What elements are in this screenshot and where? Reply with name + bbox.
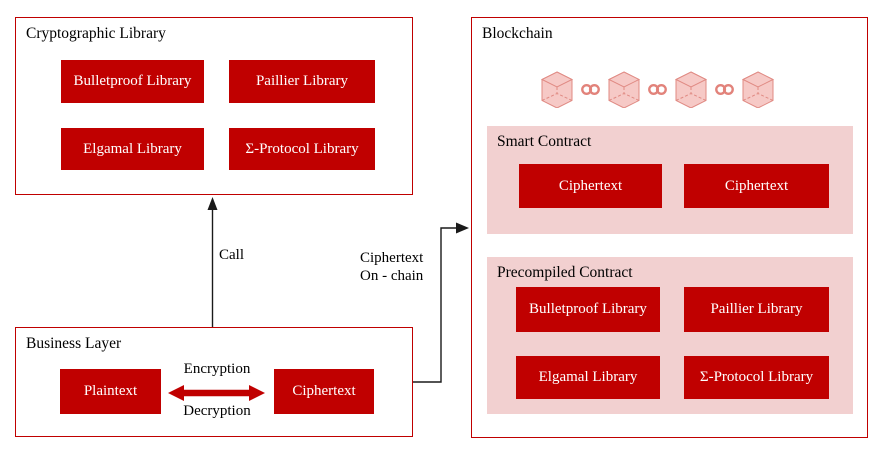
smart-contract-title: Smart Contract <box>497 133 592 150</box>
block-cube-icon <box>674 71 708 108</box>
cryptographic-library-box: Cryptographic Library Bulletproof Librar… <box>15 17 413 195</box>
business-layer-box: Business Layer Plaintext Ciphertext <box>15 327 413 437</box>
chain-link-icon <box>648 83 667 95</box>
block-cube-icon <box>607 71 641 108</box>
node-plaintext: Plaintext <box>60 369 161 414</box>
decryption-label: Decryption <box>183 403 251 419</box>
cryptographic-library-title: Cryptographic Library <box>26 25 166 42</box>
onchain-label: Ciphertext On - chain <box>360 249 423 285</box>
precompiled-contract-panel: Precompiled Contract Bulletproof Library… <box>487 257 853 414</box>
call-arrow <box>207 197 218 327</box>
business-layer-title: Business Layer <box>26 335 122 352</box>
node-precompiled-bulletproof: Bulletproof Library <box>516 287 660 332</box>
node-elgamal-library: Elgamal Library <box>61 128 204 170</box>
chain-link-icon <box>715 83 734 95</box>
node-ciphertext-onchain-1: Ciphertext <box>519 164 662 208</box>
onchain-label-line2: On - chain <box>360 268 424 284</box>
node-precompiled-sigma: Σ-Protocol Library <box>684 356 829 399</box>
block-chain-row <box>540 70 775 108</box>
node-precompiled-elgamal: Elgamal Library <box>516 356 660 399</box>
blockchain-title: Blockchain <box>482 25 553 42</box>
block-cube-icon <box>540 71 574 108</box>
encryption-label: Encryption <box>183 361 251 377</box>
node-sigma-protocol-library: Σ-Protocol Library <box>229 128 375 170</box>
chain-link-icon <box>581 83 600 95</box>
node-ciphertext-business: Ciphertext <box>274 369 374 414</box>
node-paillier-library: Paillier Library <box>229 60 375 103</box>
node-ciphertext-onchain-2: Ciphertext <box>684 164 829 208</box>
node-bulletproof-library: Bulletproof Library <box>61 60 204 103</box>
smart-contract-panel: Smart Contract Ciphertext Ciphertext <box>487 126 853 234</box>
onchain-label-line1: Ciphertext <box>360 250 424 266</box>
blockchain-box: Blockchain <box>471 17 868 438</box>
onchain-arrow <box>413 222 469 383</box>
block-cube-icon <box>741 71 775 108</box>
call-label: Call <box>219 247 244 263</box>
precompiled-contract-title: Precompiled Contract <box>497 264 633 281</box>
node-precompiled-paillier: Paillier Library <box>684 287 829 332</box>
